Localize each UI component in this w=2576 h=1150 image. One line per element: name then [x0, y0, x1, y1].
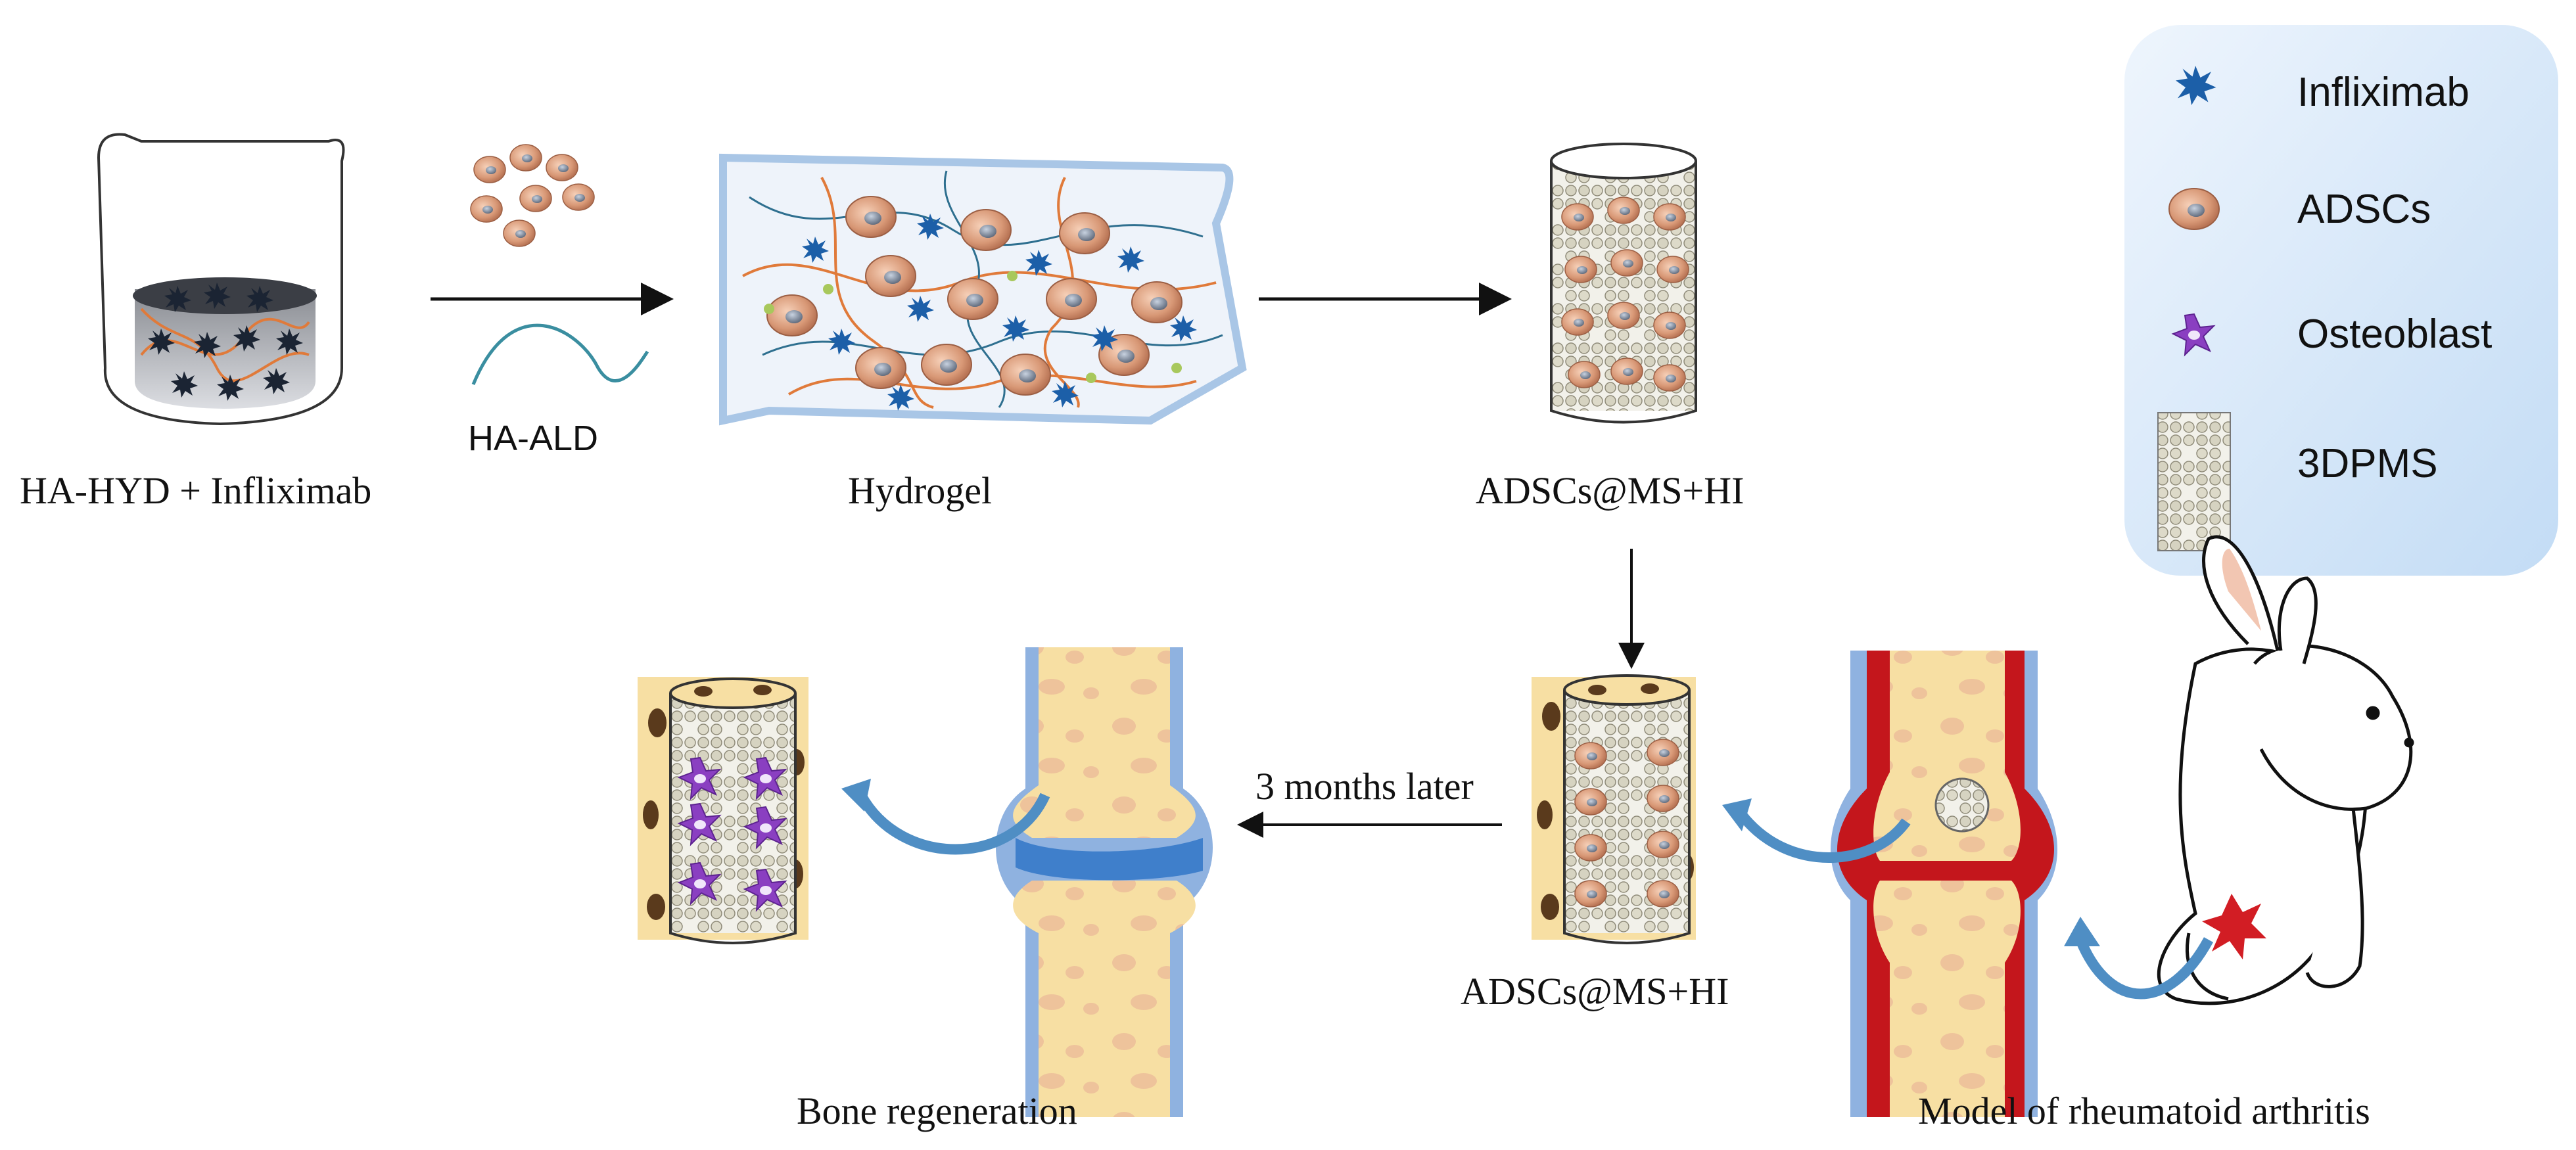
label-ha-ald: HA-ALD	[468, 419, 599, 458]
label-hydrogel: Hydrogel	[848, 469, 993, 512]
hydrogel-network	[719, 153, 1247, 426]
legend-label-3dpms: 3DPMS	[2297, 441, 2438, 486]
inflamed-knee-icon	[2202, 894, 2266, 959]
arrow-joint-to-regenerated-scaffold	[856, 793, 1050, 855]
scaffold-cylinder-top	[1550, 143, 1697, 424]
legend-label-osteoblast: Osteoblast	[2297, 311, 2493, 357]
scaffold-in-bone	[1532, 674, 1696, 944]
label-ra-model: Model of rheumatoid arthritis	[1918, 1090, 2370, 1132]
scaffold-icon	[2157, 412, 2231, 551]
arrow-rabbit-to-joint	[2075, 937, 2214, 1000]
label-beaker: HA-HYD + Infliximab	[20, 469, 372, 512]
legend-label-infliximab: Infliximab	[2297, 70, 2470, 115]
label-scaffold-bottom: ADSCs@MS+HI	[1461, 970, 1729, 1013]
regenerated-scaffold	[638, 677, 808, 944]
healthy-joint-illustration	[996, 647, 1213, 1117]
label-scaffold-top: ADSCs@MS+HI	[1476, 469, 1745, 512]
rabbit-illustration	[2157, 535, 2414, 1005]
legend-panel	[2124, 25, 2558, 576]
label-bone-regeneration: Bone regeneration	[797, 1090, 1077, 1132]
legend-label-adscs: ADSCs	[2297, 187, 2431, 232]
label-three-months-later: 3 months later	[1255, 765, 1474, 808]
ra-joint-illustration	[1831, 651, 2057, 1117]
beaker	[97, 133, 345, 426]
arrow-beaker-to-hydrogel	[431, 144, 674, 385]
adsc-cell-icon	[2168, 188, 2220, 230]
arrow-joint-to-scaffold	[1737, 812, 1911, 863]
